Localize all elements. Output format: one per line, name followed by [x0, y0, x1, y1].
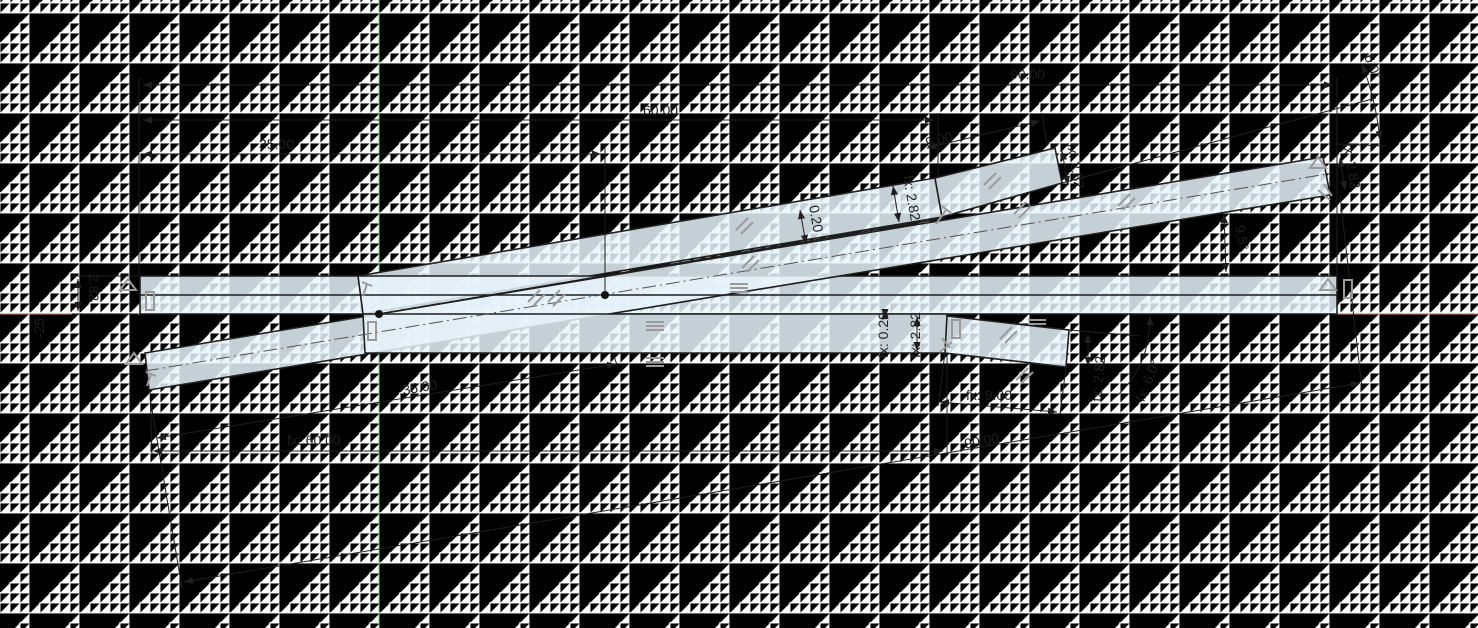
midpoint-icon[interactable]	[1317, 183, 1333, 201]
dim-fx-020[interactable]: fx: 0.20	[875, 312, 891, 358]
origin-point[interactable]	[375, 310, 383, 318]
constraint-glyphs[interactable]	[118, 155, 1353, 387]
heel-edge[interactable]	[357, 275, 364, 315]
dim-fx-282-top[interactable]: fx: 2.82	[1064, 142, 1088, 190]
dim-fx-282-right[interactable]: fx: 2.82	[1340, 142, 1364, 190]
dim-35-bottom[interactable]: 35.00	[401, 376, 438, 398]
dim-fx-282-lower-b[interactable]: fx: 2.82	[1088, 355, 1108, 402]
centerline	[144, 173, 1328, 372]
parallel-icon[interactable]	[527, 172, 1136, 385]
dim-fx-282-upper[interactable]: fx: 2.82	[900, 174, 924, 222]
horizontal-icon[interactable]	[646, 283, 1046, 367]
dim-fx-282-lower[interactable]: fx: 2.82	[907, 312, 923, 358]
dim-60[interactable]: 60.00	[643, 102, 678, 118]
grid-label: -25	[31, 318, 47, 338]
dim-282-left[interactable]: 2.82	[86, 274, 102, 301]
dim-90-bottom[interactable]: 90.00	[963, 430, 1000, 452]
dim-020[interactable]: 0.20	[806, 204, 827, 234]
dim-angle-95[interactable]: 9.5°	[1232, 224, 1252, 251]
dim-fx-9[interactable]: fx: 9.00	[966, 387, 1012, 403]
dim-fx-60[interactable]: fx: 60.00	[287, 432, 341, 448]
dim-total-90[interactable]: 90.00	[1010, 66, 1045, 82]
coincident-icon[interactable]	[145, 279, 1353, 341]
dimension-lines[interactable]	[72, 63, 1387, 589]
upper-inner-edge[interactable]	[378, 217, 946, 315]
lower-rail[interactable]	[362, 313, 948, 354]
dim-35[interactable]: 35.00	[259, 136, 294, 152]
sketch-profiles[interactable]	[139, 147, 1338, 391]
fix-triangle-icon[interactable]	[118, 155, 1338, 365]
dim-9-top[interactable]: 9.00	[924, 128, 955, 150]
perpendicular-icon[interactable]	[145, 205, 953, 387]
dimension-labels[interactable]: 90.00 60.00 35.00 9.00 fx: 2.82 fx: 2.82…	[86, 52, 1385, 452]
